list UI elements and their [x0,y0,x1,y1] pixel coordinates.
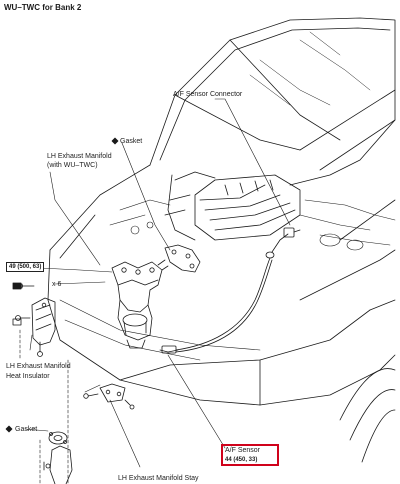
heat-insulator-sublabel: Heat Insulator [6,373,50,380]
hood [149,17,396,186]
engine-bay [109,199,396,251]
gasket-manifold [157,244,201,273]
manifold-stay [83,383,135,410]
gasket-label-bottom: Gasket [15,426,38,433]
af-sensor-highlight [221,444,279,466]
bolt-count-label: x 6 [52,281,62,288]
lower-flange [43,445,73,484]
page-title: WU–TWC for Bank 2 [4,3,82,12]
torque-49-label: 49 (500, 63) [6,262,45,272]
bolts [15,283,43,357]
gasket-lower [48,431,68,445]
gasket-marker-icon [5,137,119,433]
lh-exhaust-manifold [111,261,163,349]
torque-wrench-icon [12,282,22,326]
af-sensor-cable [159,227,301,354]
gasket-label-top: Gasket [120,138,143,145]
engine-block [164,171,301,241]
heat-insulator-label: LH Exhaust Manifold [6,363,71,370]
wheel-arch [339,368,396,463]
car-body [47,164,396,406]
lh-exhaust-manifold-label: LH Exhaust Manifold [47,153,112,160]
heat-insulator [31,297,56,346]
torque-44-label: 44 (450, 33) [225,457,258,463]
hidden-lines [19,329,69,484]
manifold-stay-label: LH Exhaust Manifold Stay [118,475,199,482]
windshield [299,89,396,241]
af-sensor-connector-label: A/F Sensor Connector [173,91,243,98]
hood-ribs [249,31,371,106]
bumper [59,299,261,361]
af-sensor-label: A/F Sensor [225,447,261,454]
lh-exhaust-manifold-sublabel: (with WU–TWC) [47,162,98,169]
